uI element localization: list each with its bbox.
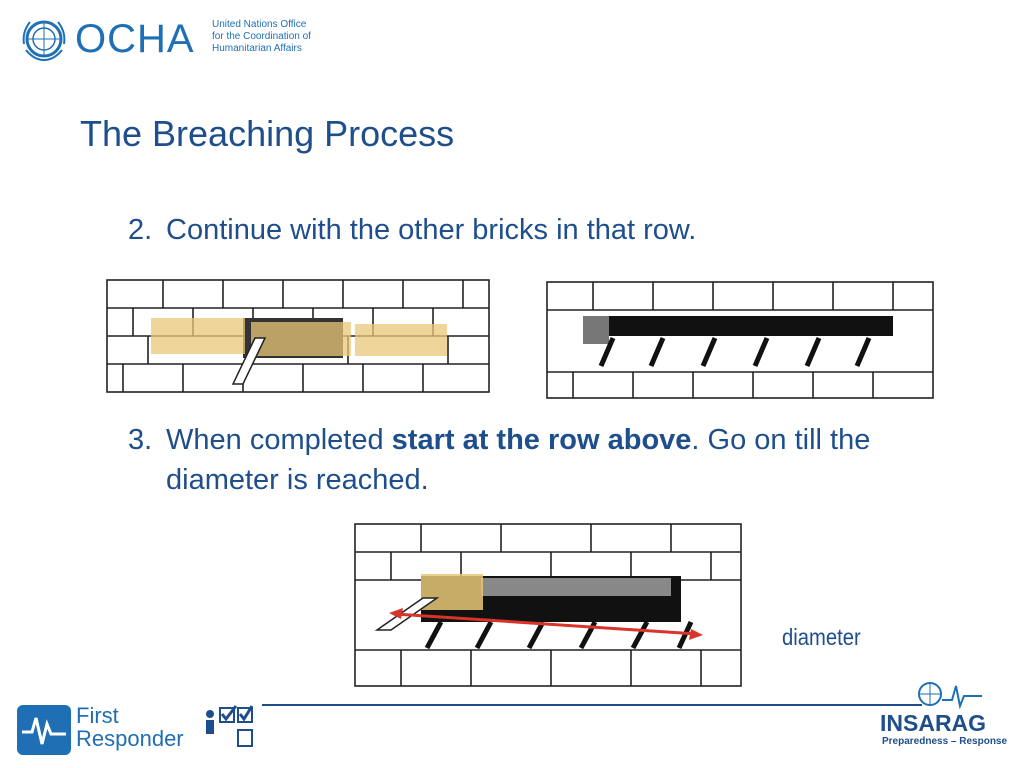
insarag-logo: INSARAG Preparedness – Response: [878, 680, 1008, 760]
ocha-subtitle: United Nations Office for the Coordinati…: [212, 19, 311, 55]
ocha-subtitle-line-1: United Nations Office: [212, 19, 307, 30]
footer-divider: [262, 704, 922, 706]
brick-row-illustration-2: [546, 281, 934, 399]
un-emblem-small-icon: [918, 682, 982, 710]
slide-title: The Breaching Process: [80, 113, 455, 154]
first-responder-line-1: First: [76, 703, 119, 728]
step-2-number: 2.: [128, 214, 153, 246]
first-responder-logo: First Responder: [16, 700, 256, 760]
step-3-number: 3.: [128, 424, 153, 456]
brick-diameter-illustration: [354, 523, 742, 687]
step-3: 3. When completed start at the row above…: [128, 420, 988, 504]
ocha-subtitle-line-3: Humanitarian Affairs: [212, 43, 302, 54]
step-2: 2. Continue with the other bricks in tha…: [128, 210, 948, 250]
checklist-icon: [206, 705, 254, 747]
step-2-text: Continue with the other bricks in that r…: [166, 214, 697, 246]
ocha-wordmark: OCHA: [75, 17, 195, 61]
un-emblem-icon: [22, 20, 66, 62]
step-3-text-after: . Go on till the diameter is reached.: [166, 424, 871, 496]
insarag-tagline: Preparedness – Response: [882, 736, 1008, 747]
step-3-text-bold: start at the row above: [391, 424, 692, 456]
step-3-text-before: When completed: [166, 424, 392, 456]
diameter-label: diameter: [782, 624, 861, 650]
first-responder-line-2: Responder: [76, 726, 184, 751]
diameter-arrow: [389, 608, 703, 640]
insarag-wordmark: INSARAG: [880, 710, 987, 736]
step-3-text: When completed start at the row above. G…: [166, 420, 966, 500]
brick-row-illustration-1: [106, 279, 490, 393]
ocha-subtitle-line-2: for the Coordination of: [212, 31, 311, 42]
pulse-icon: [17, 705, 71, 755]
